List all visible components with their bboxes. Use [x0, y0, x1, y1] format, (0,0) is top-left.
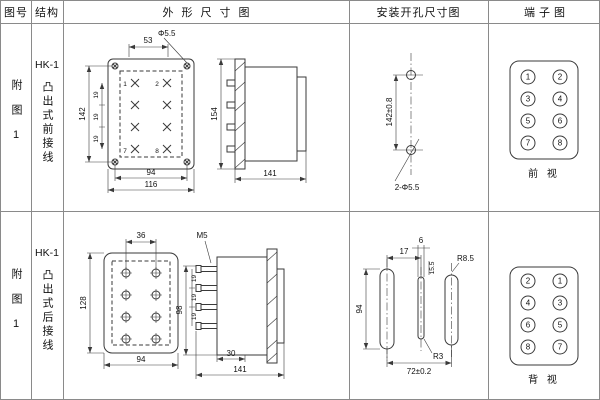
row2-mounting-drawing: 17 6 15.5 94 R8.5 R3 72±0.2: [355, 236, 474, 376]
rear-terminal-6: 6: [526, 321, 531, 330]
radius-r3-label: R3: [433, 352, 444, 361]
rear-view-caption: 背 视: [528, 373, 560, 386]
dim-17: 17: [400, 247, 409, 256]
terminal-number-7: 7: [123, 148, 127, 155]
dim-141: 141: [263, 169, 277, 178]
dim-142-tol: 142±0.8: [385, 97, 394, 126]
rear-terminal-3: 3: [558, 299, 563, 308]
dim-hole-label: Φ5.5: [158, 29, 176, 38]
dim-15-5: 15.5: [429, 261, 436, 274]
dim-pitch2-c: 19: [191, 313, 198, 321]
row1-figure-label: 附图1: [10, 79, 22, 155]
dim-116: 116: [145, 180, 158, 189]
row1-outline-cell: 1 2 7 8 53 Φ5.5 142 19 19 19: [63, 23, 349, 211]
rear-terminal-7: 7: [558, 343, 563, 352]
dim-72-tol: 72±0.2: [407, 367, 432, 376]
mounting-slots: [379, 268, 459, 350]
front-view-caption: 前 视: [528, 167, 560, 180]
rear-studs: [195, 265, 218, 330]
rear-terminal-holes: [121, 268, 161, 344]
rear-terminal-2: 2: [526, 277, 531, 286]
row2-side-view: M5 98 19 19 19 30 141: [175, 231, 285, 379]
row1-mounting-cell: 142±0.8 2-Φ5.5: [349, 23, 488, 211]
hole-center-ticks: [120, 267, 162, 345]
terminal-number-2: 2: [155, 81, 159, 88]
front-terminal-6: 6: [558, 117, 563, 126]
rear-terminal-5: 5: [558, 321, 563, 330]
dim-pitch-b: 19: [93, 113, 100, 121]
dim-pitch2-a: 19: [191, 275, 198, 283]
header-figure-col: 图号: [4, 7, 28, 19]
dim-142: 142: [78, 107, 87, 121]
terminal-screw-marks: [130, 78, 172, 154]
dim-6: 6: [419, 236, 424, 245]
row1-wiring-label: 凸出式前接线: [41, 81, 53, 165]
dim-30: 30: [227, 349, 236, 358]
radius-r85-label: R8.5: [457, 254, 474, 263]
row1-structure-cell: HK-1 凸出式前接线: [31, 23, 63, 211]
row1-terminal-cell: 1 2 3 4 5 6 7 8 前 视: [488, 23, 599, 211]
row2-front-dimensions: 36 128 94: [79, 231, 179, 369]
dim-94-row2: 94: [137, 355, 146, 364]
grid-vline-2: [63, 1, 64, 399]
row2-terminal-diagram: 2 1 4 3 6 5 8 7 背 视: [509, 266, 579, 386]
terminal-number-8: 8: [155, 148, 159, 155]
front-terminal-2: 2: [558, 73, 563, 82]
grid-vline-1: [31, 1, 32, 399]
row1-outline-drawing: 1 2 7 8 53 Φ5.5 142 19 19 19: [78, 29, 307, 193]
row2-figure-cell: 附图1: [1, 211, 31, 399]
dim-pitch2-b: 19: [191, 294, 198, 302]
front-terminal-5: 5: [526, 117, 531, 126]
header-structure-col: 结构: [35, 7, 59, 19]
dim-141-row2: 141: [233, 365, 247, 374]
row2-front-view: [103, 252, 179, 354]
dim-pitch-a: 19: [93, 91, 100, 99]
terminal-number-1: 1: [123, 81, 127, 88]
grid-hline-header: [1, 23, 599, 24]
front-terminal-3: 3: [526, 95, 531, 104]
front-terminal-7: 7: [526, 139, 531, 148]
row1-front-view: 1 2 7 8: [107, 58, 195, 170]
terminal-circles-rear: [520, 273, 568, 355]
row1-figure-cell: 附图1: [1, 23, 31, 211]
dim-36: 36: [137, 231, 146, 240]
rear-terminal-8: 8: [526, 343, 531, 352]
dim-53: 53: [144, 36, 153, 45]
row1-side-view: 154 141: [210, 58, 307, 183]
row2-structure-cell: HK-1 凸出式后接线: [31, 211, 63, 399]
header-mounting-col: 安装开孔尺寸图: [376, 7, 461, 19]
row2-model-label: HK-1: [35, 247, 59, 259]
dim-154: 154: [210, 107, 219, 121]
front-terminal-4: 4: [558, 95, 563, 104]
row1-mounting-drawing: 142±0.8 2-Φ5.5: [385, 53, 423, 192]
screw-m5-label: M5: [196, 231, 208, 240]
dim-94: 94: [147, 168, 156, 177]
rear-terminal-1: 1: [558, 277, 563, 286]
row2-terminal-cell: 2 1 4 3 6 5 8 7 背 视: [488, 211, 599, 399]
grid-vline-3: [349, 1, 350, 399]
grid-hline-row: [1, 211, 599, 212]
row2-outline-cell: 36 128 94 M5: [63, 211, 349, 399]
dim-pitch-c: 19: [93, 135, 100, 143]
front-terminal-8: 8: [558, 139, 563, 148]
header-outline-col: 外形尺寸图: [162, 7, 258, 19]
rear-terminal-4: 4: [526, 299, 531, 308]
dim-98: 98: [175, 305, 184, 314]
row2-wiring-label: 凸出式后接线: [41, 269, 53, 353]
dim-128: 128: [79, 296, 88, 310]
row2-figure-label: 附图1: [10, 268, 22, 344]
grid-vline-4: [488, 1, 489, 399]
row1-front-dimensions: 53 Φ5.5 142 19 19 19 94 116: [78, 29, 195, 193]
row1-terminal-diagram: 1 2 3 4 5 6 7 8 前 视: [509, 60, 579, 180]
terminal-circles-front: [520, 69, 568, 151]
row2-outline-drawing: 36 128 94 M5: [79, 231, 285, 379]
header-terminal-col: 端子图: [524, 7, 569, 19]
row1-model-label: HK-1: [35, 59, 59, 71]
row2-mounting-cell: 17 6 15.5 94 R8.5 R3 72±0.2: [349, 211, 488, 399]
front-terminal-1: 1: [526, 73, 531, 82]
dim-94-mount: 94: [355, 304, 364, 313]
side-terminal-studs: [226, 79, 236, 153]
holes-count-label: 2-Φ5.5: [395, 183, 420, 192]
